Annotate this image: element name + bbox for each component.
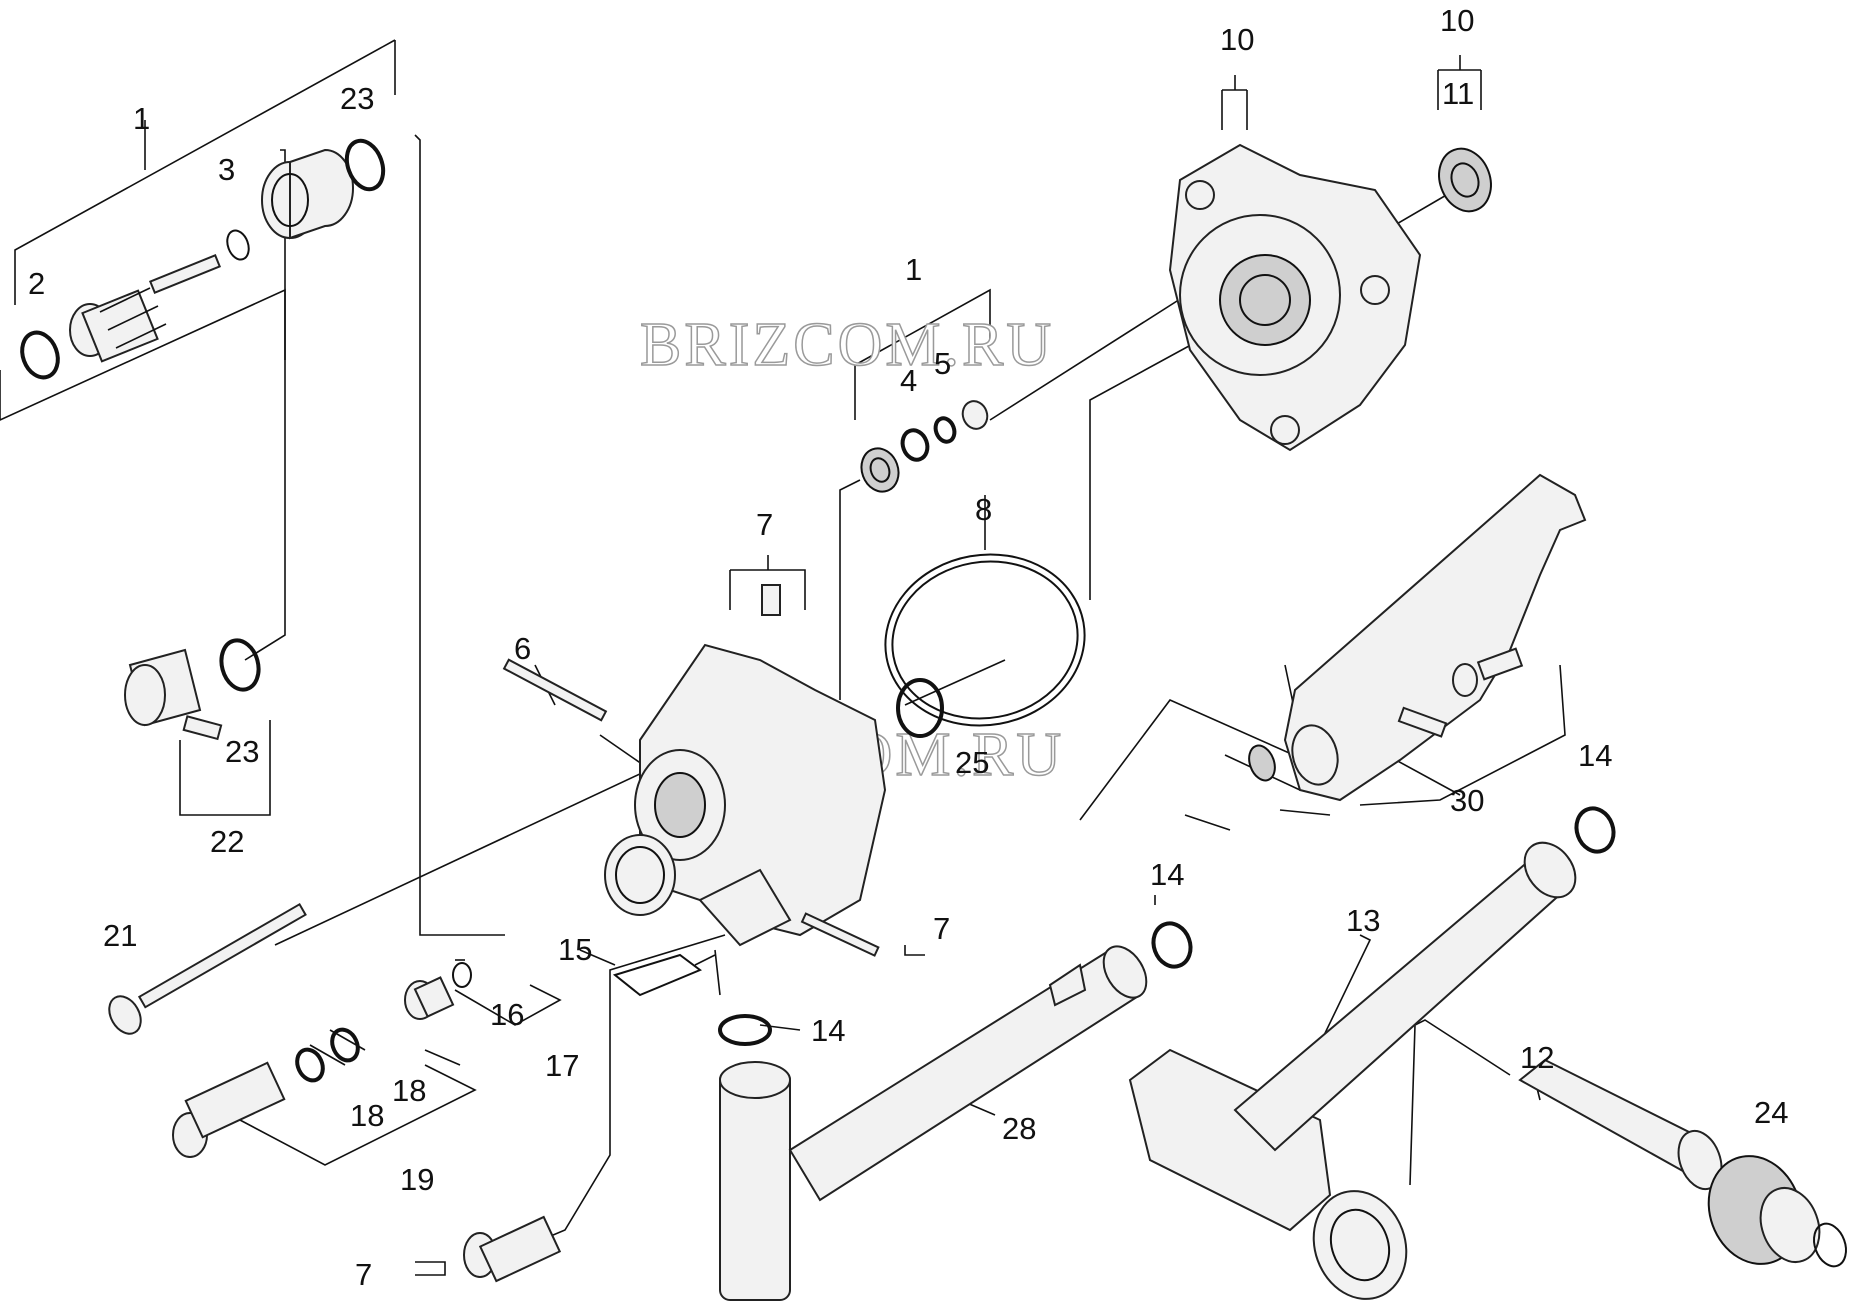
callout-14: 14 [1150, 857, 1184, 892]
pump-head-10 [1168, 143, 1422, 452]
o-ring-18a [330, 1027, 360, 1063]
callout-13: 13 [1346, 903, 1380, 938]
o-ring-18b [295, 1047, 325, 1083]
seal-11 [1438, 147, 1492, 213]
callout-21: 21 [103, 918, 137, 953]
seal-30 [1248, 744, 1276, 782]
callout-labels: 1 2 3 23 22 23 1 4 5 10 10 11 7 8 6 25 3… [28, 3, 1788, 1292]
pin-7-right [800, 912, 880, 957]
valve-7-top [761, 584, 781, 616]
callout-12: 12 [1520, 1040, 1554, 1075]
callout-7: 7 [933, 911, 950, 946]
callout-10: 10 [1440, 3, 1474, 38]
callout-1: 1 [133, 101, 150, 136]
valve-7-bottom [463, 1215, 562, 1283]
callout-1: 1 [905, 252, 922, 287]
pump-housing [604, 643, 887, 947]
o-ring-14-centre [718, 1014, 772, 1046]
callout-2: 2 [28, 266, 45, 301]
callout-3: 3 [218, 152, 235, 187]
part-drawings [20, 138, 1847, 1301]
callout-18: 18 [350, 1098, 384, 1133]
o-ring-23-top [344, 138, 386, 192]
seal-set [860, 400, 989, 493]
o-ring-23-left [219, 638, 261, 692]
callout-30: 30 [1450, 783, 1484, 818]
callout-22: 22 [210, 824, 244, 859]
callout-17: 17 [545, 1048, 579, 1083]
valve-unit-22 [124, 648, 223, 741]
o-ring-8 [884, 553, 1086, 727]
valve-19 [172, 1061, 286, 1158]
clip-15 [612, 953, 702, 997]
callout-18: 18 [392, 1073, 426, 1108]
callout-6: 6 [514, 631, 531, 666]
valve-piston-assembly [69, 254, 222, 363]
callout-7: 7 [756, 507, 773, 542]
callout-15: 15 [558, 932, 592, 967]
inlet-pipe-13 [1128, 841, 1577, 1300]
callout-16: 16 [490, 997, 524, 1032]
bolt-21 [108, 902, 307, 1035]
o-ring-2 [20, 330, 60, 380]
callout-24: 24 [1754, 1095, 1788, 1130]
watermark: BRIZCOM.RU [640, 311, 1054, 379]
suction-pipe-28 [719, 945, 1148, 1301]
callout-11: 11 [1442, 76, 1474, 111]
o-ring-14-right [1574, 806, 1616, 854]
o-ring-14-mid [1151, 921, 1193, 969]
callout-14: 14 [811, 1013, 845, 1048]
callout-4: 4 [900, 363, 917, 398]
callout-19: 19 [400, 1162, 434, 1197]
callout-23: 23 [340, 81, 374, 116]
filter-12 [1518, 1058, 1723, 1191]
callout-28: 28 [1002, 1111, 1036, 1146]
callout-23: 23 [225, 734, 259, 769]
callout-14: 14 [1578, 738, 1612, 773]
hose-connector-24 [1707, 1155, 1847, 1268]
callout-7: 7 [355, 1257, 372, 1292]
valve-17 [404, 976, 455, 1020]
o-ring-25 [896, 678, 944, 738]
lever-handle-30 [1283, 473, 1587, 802]
valve-sleeve [261, 148, 354, 240]
callout-25: 25 [955, 745, 989, 780]
ring-16 [452, 962, 472, 988]
pin-6 [502, 658, 608, 722]
callout-5: 5 [934, 346, 951, 381]
callout-10: 10 [1220, 22, 1254, 57]
ring-3 [226, 229, 250, 261]
callout-8: 8 [975, 492, 992, 527]
